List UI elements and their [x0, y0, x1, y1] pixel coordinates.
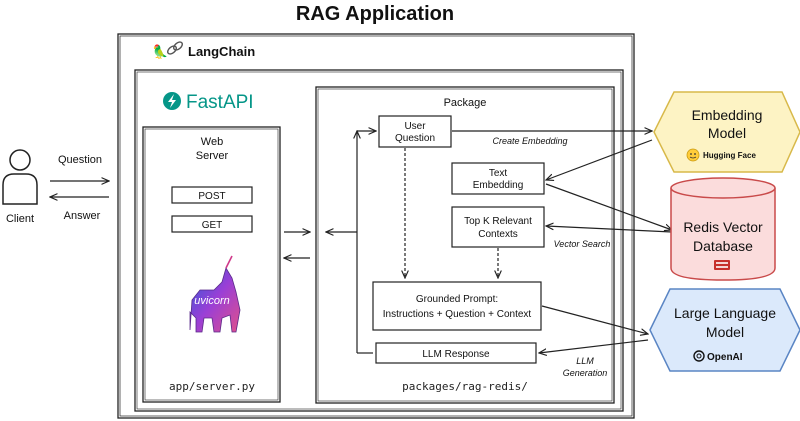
svg-text:🦜: 🦜: [152, 43, 168, 60]
text-embedding-node: Text Embedding: [451, 162, 545, 195]
package-path: packages/rag-redis/: [402, 380, 528, 393]
web-server-title-line1: Web: [201, 136, 223, 148]
llm-response-label: LLM Response: [422, 349, 490, 360]
package-title: Package: [444, 97, 487, 109]
dashed-flow-edges: [405, 148, 498, 278]
user-question-line1: User: [404, 121, 426, 132]
diagram-title: RAG Application: [296, 3, 454, 25]
redis-vector-db-node: Redis Vector Database: [670, 177, 776, 281]
embedding-return-edges: [546, 139, 672, 230]
user-question-line2: Question: [395, 133, 435, 144]
text-embedding-line2: Embedding: [473, 180, 524, 191]
llm-generation-line2: Generation: [563, 368, 608, 378]
hugging-face-label: Hugging Face: [703, 151, 756, 160]
post-endpoint: POST: [171, 186, 253, 204]
question-edge-label: Question: [58, 154, 102, 166]
parrot-link-icon: 🦜: [152, 41, 183, 60]
web-server-box: Web Server POST GET uvicorn app/server.p…: [142, 126, 281, 403]
vector-search-label: Vector Search: [554, 239, 611, 249]
client-question-edge: Question: [50, 154, 109, 181]
post-label: POST: [198, 191, 225, 202]
topk-contexts-node: Top K Relevant Contexts: [451, 206, 545, 248]
user-question-node: User Question: [378, 115, 452, 148]
redis-line1: Redis Vector: [683, 219, 763, 235]
openai-icon: [693, 350, 705, 362]
embedding-line1: Embedding: [692, 107, 763, 123]
package-box: Package packages/rag-redis/: [315, 86, 615, 404]
package-bus-edges: [326, 131, 376, 354]
llm-model-node: Large Language Model OpenAI: [649, 288, 800, 372]
llm-edges: LLM Generation: [539, 305, 648, 378]
get-label: GET: [202, 220, 223, 231]
llm-generation-line1: LLM: [576, 356, 594, 366]
create-embedding-label: Create Embedding: [492, 136, 567, 146]
langchain-container: 🦜 LangChain: [117, 33, 635, 419]
grounded-line1: Grounded Prompt:: [416, 294, 498, 305]
grounded-line2: Instructions + Question + Context: [383, 309, 532, 320]
server-package-edges: [284, 232, 310, 258]
uvicorn-unicorn-icon: [189, 255, 241, 333]
text-embedding-line1: Text: [489, 168, 508, 179]
client-answer-edge: Answer: [50, 197, 109, 222]
uvicorn-logo-text: uvicorn: [194, 295, 229, 307]
hugging-face-icon: [686, 148, 700, 162]
create-embedding-edge: Create Embedding: [452, 131, 652, 146]
fastapi-label: FastAPI: [186, 92, 254, 113]
embedding-line2: Model: [708, 125, 746, 141]
web-server-title-line2: Server: [196, 150, 229, 162]
user-icon: [2, 149, 38, 205]
fastapi-container: FastAPI: [134, 69, 624, 412]
grounded-prompt-node: Grounded Prompt: Instructions + Question…: [372, 281, 542, 331]
redis-line2: Database: [693, 238, 753, 254]
client-label: Client: [6, 213, 34, 225]
get-endpoint: GET: [171, 215, 253, 233]
openai-label: OpenAI: [707, 352, 743, 363]
topk-line1: Top K Relevant: [464, 216, 532, 227]
embedding-model-node: Embedding Model Hugging Face: [653, 91, 800, 173]
vector-search-edge: Vector Search: [546, 226, 673, 249]
client-actor: Client: [2, 149, 38, 225]
langchain-label: LangChain: [188, 44, 255, 59]
llm-line2: Model: [706, 324, 744, 340]
topk-line2: Contexts: [478, 229, 517, 240]
llm-line1: Large Language: [674, 305, 776, 321]
llm-response-node: LLM Response: [375, 342, 537, 364]
answer-edge-label: Answer: [64, 210, 101, 222]
web-server-path: app/server.py: [169, 380, 255, 393]
redis-logo-icon: [714, 260, 730, 270]
fastapi-bolt-icon: [163, 92, 181, 110]
